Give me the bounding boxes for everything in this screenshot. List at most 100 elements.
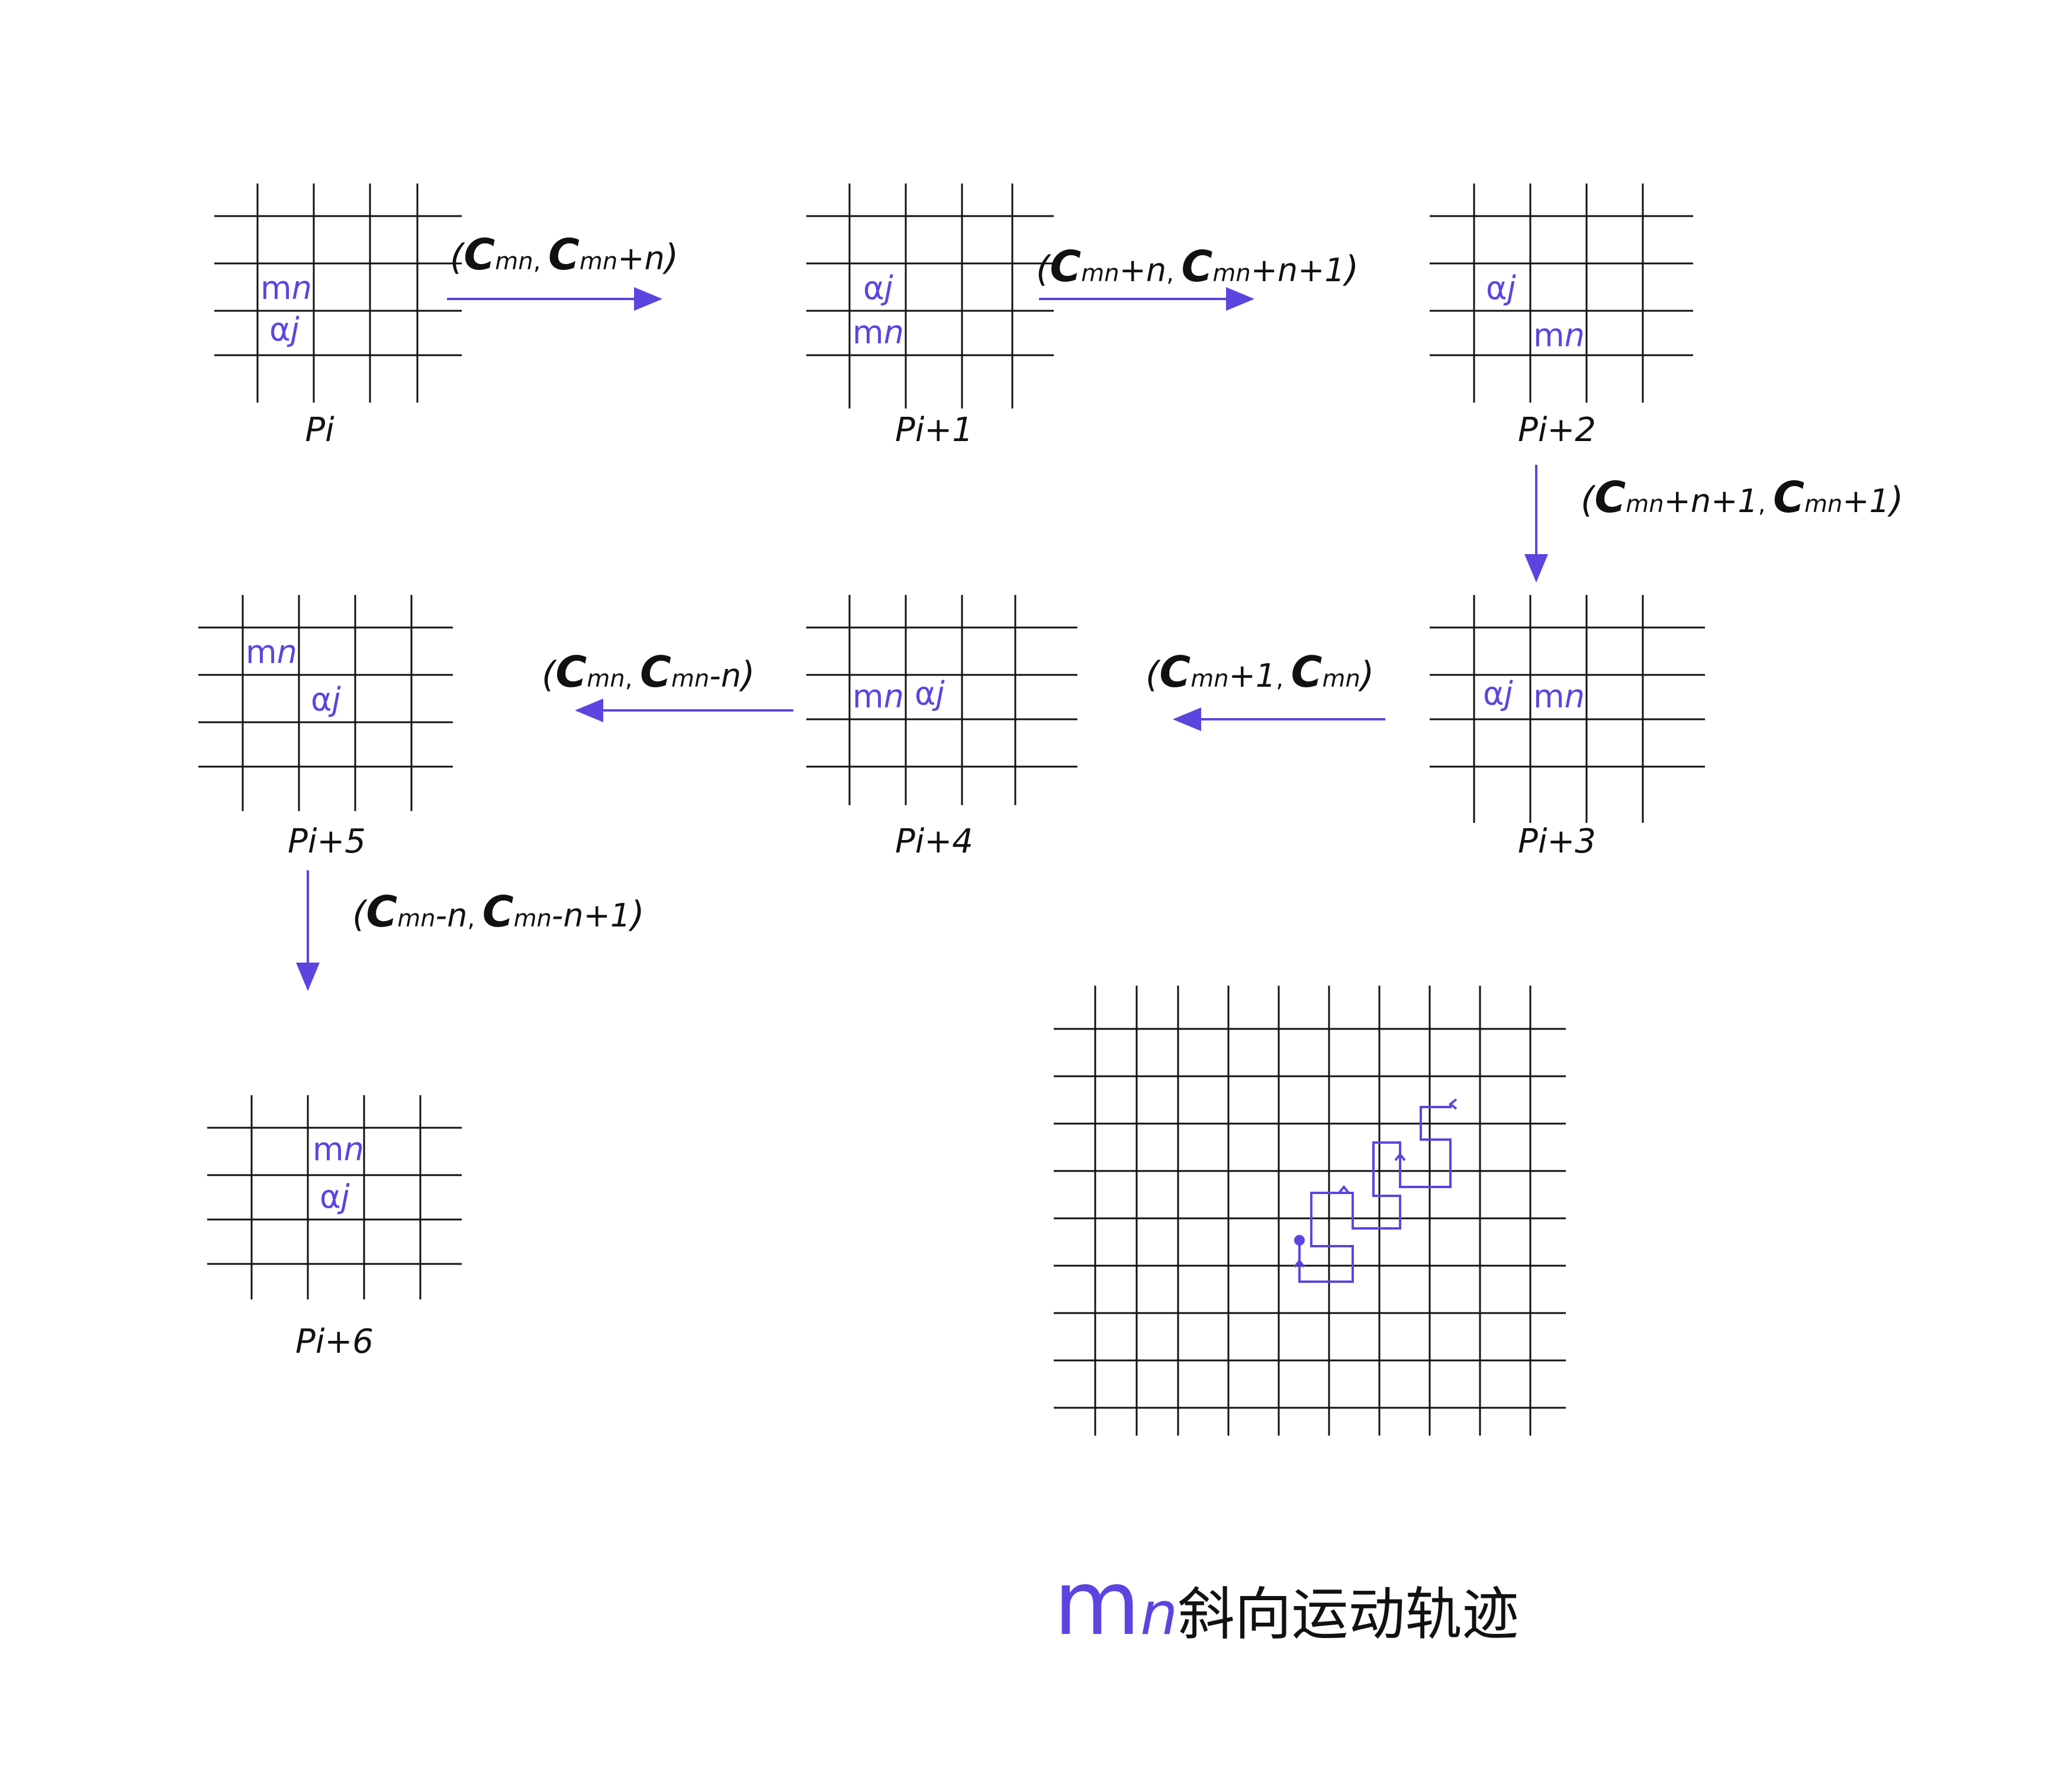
comma: , <box>533 248 548 275</box>
panel-label: Pi+4 <box>895 822 973 861</box>
subscript: mn <box>1804 491 1842 518</box>
trajectory-grid <box>1054 986 1566 1436</box>
transition-label: (Cmn, Cmn-n) <box>542 647 755 697</box>
offset: +n <box>617 240 664 277</box>
m-symbol: mn <box>246 633 297 671</box>
subscript: mn <box>1081 260 1119 287</box>
subscript: mn <box>1191 665 1228 693</box>
m-roman: m <box>1533 317 1565 354</box>
direction-chevron <box>1294 1259 1305 1268</box>
alpha-roman: α <box>320 1178 341 1215</box>
comma: , <box>1276 665 1291 693</box>
c-letter: C <box>1050 242 1081 291</box>
c-letter: C <box>1182 242 1213 291</box>
c-letter: C <box>1773 472 1804 522</box>
offset: +n+1 <box>1251 252 1345 289</box>
paren: ( <box>352 894 368 935</box>
alpha-symbol: αj <box>269 311 300 348</box>
alpha-roman: α <box>1486 269 1507 307</box>
paren: ) <box>1358 654 1374 696</box>
subscript: mn <box>1322 665 1360 693</box>
panel-grid-5 <box>198 595 453 811</box>
c-letter: C <box>482 887 514 937</box>
subscript: mn <box>580 248 617 275</box>
panel-label: Pi+5 <box>288 822 366 861</box>
m-subscript: n <box>1565 317 1585 354</box>
c-letter: C <box>555 647 587 697</box>
subscript: mn <box>671 665 709 693</box>
m-roman: m <box>313 1131 344 1168</box>
m-symbol: mn <box>1533 317 1585 354</box>
m-symbol: mn <box>313 1131 364 1168</box>
c-letter: C <box>1291 647 1323 697</box>
subscript: mn <box>514 905 552 932</box>
c-letter: C <box>464 230 495 279</box>
transition-label: (Cmn+n, Cmn+n+1) <box>1036 242 1359 291</box>
alpha-symbol: αj <box>863 269 893 307</box>
m-subscript: n <box>344 1131 364 1168</box>
alpha-roman: α <box>311 681 332 718</box>
m-subscript: n <box>292 269 312 307</box>
alpha-symbol: αj <box>1483 675 1513 712</box>
panel-grid-6 <box>207 1095 462 1299</box>
c-letter: C <box>1594 472 1626 522</box>
panel-label: Pi <box>305 411 334 449</box>
direction-chevron <box>1394 1152 1406 1162</box>
c-letter: C <box>366 887 397 937</box>
subscript: mn <box>495 248 533 275</box>
paren: ) <box>1887 480 1903 521</box>
c-letter: C <box>548 230 580 279</box>
trajectory-start-dot <box>1294 1235 1305 1246</box>
comma: , <box>625 665 640 693</box>
caption-m: m <box>1054 1552 1140 1655</box>
panel-grid-1 <box>806 184 1054 408</box>
offset: +n+1 <box>1664 482 1758 520</box>
panel-grid-2 <box>1430 184 1693 403</box>
subscript: mn <box>397 905 435 932</box>
c-letter: C <box>1159 647 1191 697</box>
subscript: mn <box>1212 260 1250 287</box>
subscript: mn <box>587 665 625 693</box>
comma: , <box>467 905 482 932</box>
paren: ( <box>1036 249 1051 290</box>
panel-label: Pi+1 <box>895 411 973 449</box>
caption-text: mn斜向运动轨迹 <box>1054 1552 1519 1655</box>
offset: -n <box>709 657 741 694</box>
paren: ) <box>628 894 644 935</box>
alpha-symbol: αj <box>915 675 945 712</box>
paren: ( <box>542 654 557 696</box>
offset: +1 <box>1229 657 1276 694</box>
m-roman: m <box>246 633 277 671</box>
transition-label: (Cmn+n+1, Cmn+1) <box>1581 472 1903 522</box>
trajectory-line <box>1298 1104 1452 1283</box>
m-symbol: mn <box>260 269 312 307</box>
m-symbol: mn <box>852 314 904 351</box>
m-roman: m <box>260 269 292 307</box>
alpha-roman: α <box>915 675 936 712</box>
panel-grid-0 <box>214 184 462 403</box>
grids-layer <box>198 184 1705 1299</box>
alpha-roman: α <box>1483 675 1504 712</box>
paren: ( <box>1581 480 1596 521</box>
comma: , <box>1758 491 1773 518</box>
c-letter: C <box>640 647 671 697</box>
transition-label: (Cmn, Cmn+n) <box>450 230 678 279</box>
alpha-roman: α <box>269 311 291 348</box>
alpha-symbol: αj <box>311 681 341 718</box>
paren: ( <box>450 237 465 278</box>
m-symbol: mn <box>1533 678 1585 715</box>
panel-grid-3 <box>1430 595 1705 823</box>
m-roman: m <box>852 314 884 351</box>
panel-label: Pi+6 <box>295 1323 374 1361</box>
alpha-roman: α <box>863 269 884 307</box>
panel-grid-4 <box>806 595 1077 805</box>
direction-chevron <box>1338 1185 1350 1194</box>
m-subscript: n <box>1565 678 1585 715</box>
transition-label: (Cmn+1, Cmn) <box>1146 647 1374 697</box>
offset: -n+1 <box>552 897 630 934</box>
m-subscript: n <box>277 633 297 671</box>
paren: ) <box>662 237 678 278</box>
m-subscript: n <box>884 314 904 351</box>
